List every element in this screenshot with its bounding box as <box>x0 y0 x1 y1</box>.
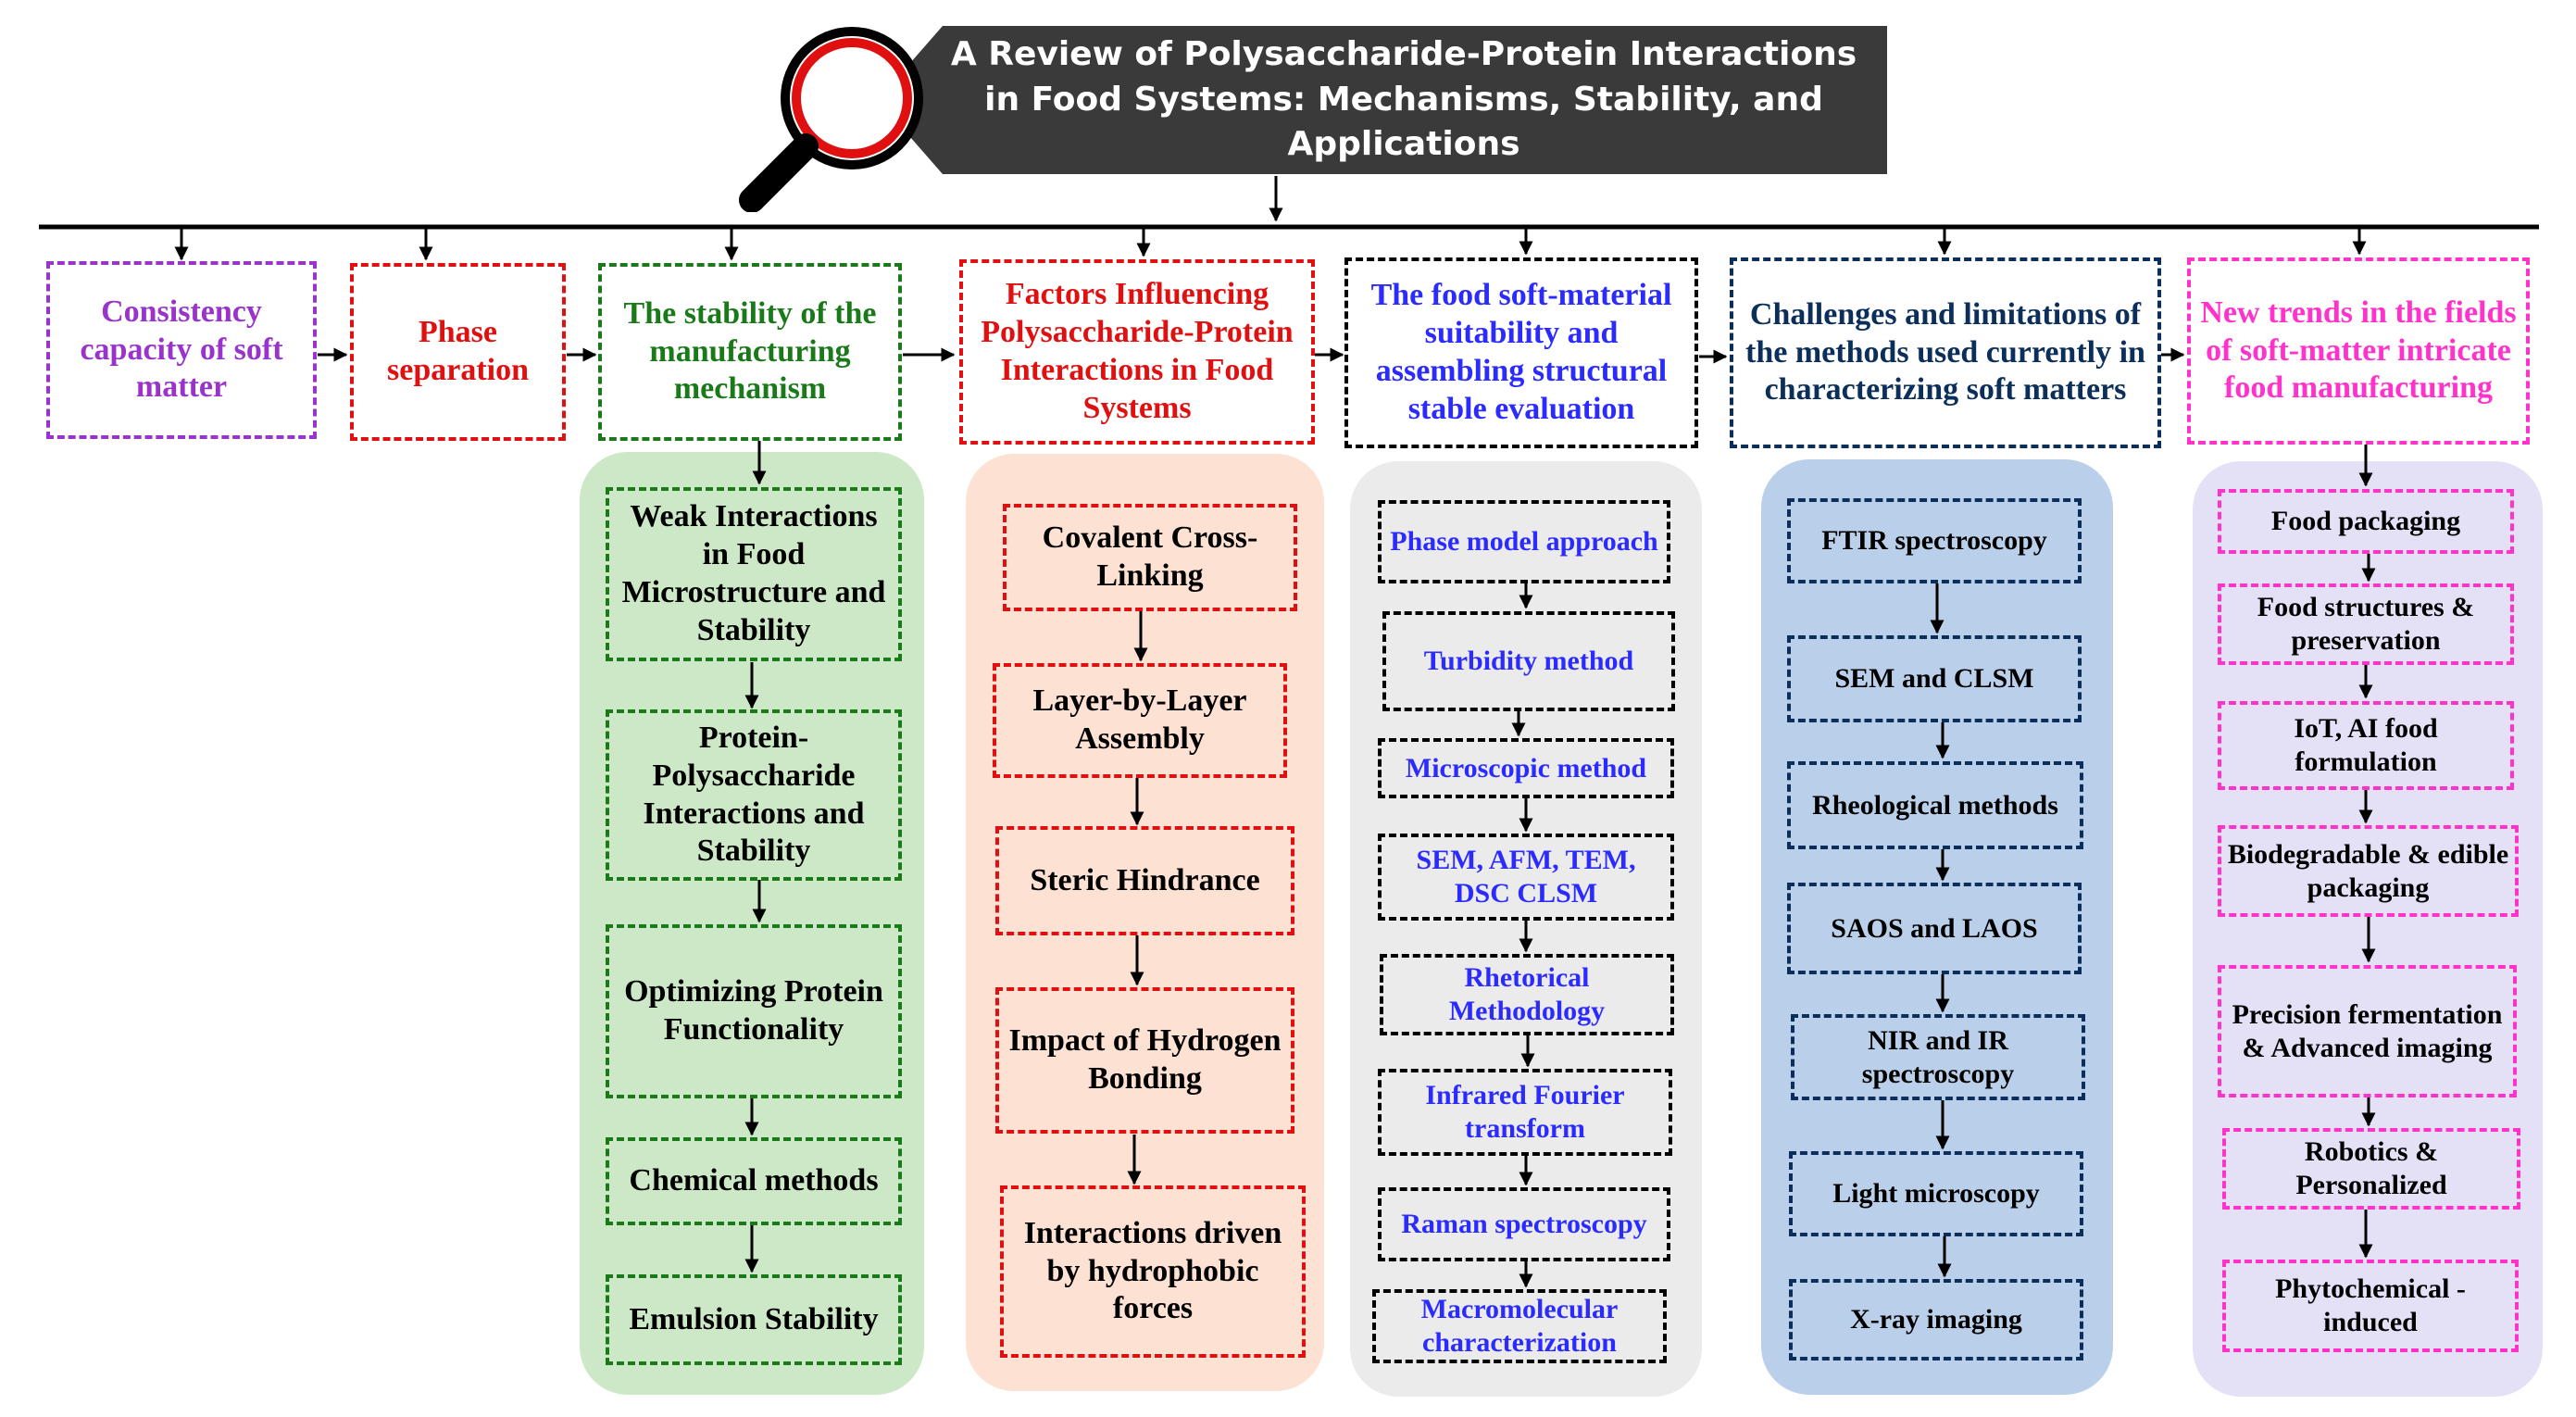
challenge-item: SAOS and LAOS <box>1787 883 2082 974</box>
challenge-item-label: X-ray imaging <box>1850 1304 2022 1335</box>
stability-item: Protein-Polysaccharide Interactions and … <box>606 709 902 881</box>
trend-item: Food packaging <box>2218 489 2514 554</box>
challenge-item: X-ray imaging <box>1789 1279 2083 1361</box>
consistency-capacity-box: Consistency capacity of soft matter <box>46 261 317 439</box>
factor-item: Interactions driven by hydrophobic force… <box>1000 1185 1306 1358</box>
factor-item: Covalent Cross-Linking <box>1003 504 1297 611</box>
evaluation-item-label: Raman spectroscopy <box>1401 1209 1647 1239</box>
evaluation-item-label: Macromolecular characterization <box>1420 1294 1619 1358</box>
challenge-item: SEM and CLSM <box>1787 635 2082 722</box>
evaluation-item: Raman spectroscopy <box>1378 1187 1670 1261</box>
evaluation-item-label: Microscopic method <box>1405 752 1647 784</box>
trend-item-label: Biodegradable & edible packaging <box>2227 838 2509 903</box>
evaluation-item-label: Infrared Fourier transform <box>1425 1080 1625 1144</box>
challenges-limitations-box: Challenges and limitations of the method… <box>1730 257 2161 448</box>
evaluation-item-label: SEM, AFM, TEM, DSC CLSM <box>1416 845 1636 909</box>
factor-item: Impact of Hydrogen Bonding <box>995 987 1294 1134</box>
challenge-item: Light microscopy <box>1789 1151 2083 1236</box>
trend-item-label: Phytochemical -induced <box>2275 1273 2466 1337</box>
challenge-item-label: SEM and CLSM <box>1834 663 2034 694</box>
magnifier-icon <box>739 27 923 212</box>
soft-material-evaluation-label: The food soft-material suitability and a… <box>1370 278 1672 426</box>
phase-separation-label: Phase separation <box>387 315 529 387</box>
phase-separation-box: Phase separation <box>350 263 566 441</box>
stability-item: Weak Interactions in Food Microstructure… <box>606 487 902 661</box>
evaluation-item: Rhetorical Methodology <box>1380 954 1674 1035</box>
factor-item: Layer-by-Layer Assembly <box>993 663 1287 778</box>
evaluation-item: Macromolecular characterization <box>1372 1289 1667 1363</box>
stability-mechanism-label: The stability of the manufacturing mecha… <box>623 295 877 407</box>
challenge-item-label: NIR and IR spectroscopy <box>1861 1024 2015 1089</box>
challenge-item: FTIR spectroscopy <box>1787 498 2082 583</box>
trend-item-label: Food structures & preservation <box>2257 592 2475 656</box>
evaluation-item: Phase model approach <box>1378 500 1670 583</box>
evaluation-item-label: Rhetorical Methodology <box>1448 962 1606 1026</box>
factor-item-label: Steric Hindrance <box>1030 862 1260 897</box>
evaluation-item: Microscopic method <box>1378 738 1674 798</box>
trend-item: Food structures & preservation <box>2218 583 2514 665</box>
consistency-capacity-label: Consistency capacity of soft matter <box>80 294 283 405</box>
challenge-item: Rheological methods <box>1787 761 2083 849</box>
stability-item: Optimizing Protein Functionality <box>606 924 902 1098</box>
evaluation-item: Turbidity method <box>1382 611 1675 711</box>
factors-influencing-label: Factors Influencing Polysaccharide-Prote… <box>981 277 1294 425</box>
challenge-item: NIR and IR spectroscopy <box>1791 1014 2085 1100</box>
challenge-item-label: Rheological methods <box>1812 789 2058 821</box>
factors-influencing-box: Factors Influencing Polysaccharide-Prote… <box>959 259 1315 445</box>
evaluation-item: SEM, AFM, TEM, DSC CLSM <box>1378 834 1674 921</box>
challenges-limitations-label: Challenges and limitations of the method… <box>1745 296 2145 408</box>
factor-item-label: Layer-by-Layer Assembly <box>1032 683 1247 756</box>
factor-item-label: Interactions driven by hydrophobic force… <box>1023 1215 1282 1326</box>
stability-item-label: Chemical methods <box>629 1163 879 1198</box>
trend-item-label: Robotics & Personalized <box>2295 1136 2447 1200</box>
evaluation-item-label: Turbidity method <box>1423 646 1634 676</box>
stability-item-label: Emulsion Stability <box>629 1301 879 1336</box>
evaluation-item-label: Phase model approach <box>1390 526 1658 557</box>
trend-item: IoT, AI food formulation <box>2218 701 2514 790</box>
trend-item: Phytochemical -induced <box>2222 1260 2519 1352</box>
trend-item: Biodegradable & edible packaging <box>2218 825 2519 917</box>
stability-item: Emulsion Stability <box>606 1274 902 1365</box>
challenge-item-label: SAOS and LAOS <box>1831 912 2038 944</box>
trend-item: Precision fermentation & Advanced imagin… <box>2218 965 2517 1097</box>
page-title: A Review of Polysaccharide-Protein Inter… <box>878 26 1887 174</box>
stability-item-label: Protein-Polysaccharide Interactions and … <box>643 720 865 869</box>
evaluation-item: Infrared Fourier transform <box>1378 1069 1672 1156</box>
trend-item-label: Precision fermentation & Advanced imagin… <box>2232 998 2503 1063</box>
challenge-item-label: FTIR spectroscopy <box>1821 525 2047 556</box>
stability-item: Chemical methods <box>606 1137 902 1225</box>
challenge-item-label: Light microscopy <box>1832 1178 2040 1209</box>
trend-item-label: Food packaging <box>2270 506 2461 536</box>
new-trends-box: New trends in the fields of soft-matter … <box>2187 257 2530 445</box>
trend-item-label: IoT, AI food formulation <box>2294 713 2438 777</box>
factor-item-label: Covalent Cross-Linking <box>1042 520 1258 593</box>
stability-item-label: Weak Interactions in Food Microstructure… <box>621 499 886 647</box>
factor-item: Steric Hindrance <box>995 826 1294 935</box>
trend-item: Robotics & Personalized <box>2222 1128 2520 1210</box>
factor-item-label: Impact of Hydrogen Bonding <box>1008 1023 1282 1096</box>
stability-item-label: Optimizing Protein Functionality <box>624 974 883 1047</box>
soft-material-evaluation-box: The food soft-material suitability and a… <box>1344 257 1698 448</box>
new-trends-label: New trends in the fields of soft-matter … <box>2200 295 2517 406</box>
stability-mechanism-box: The stability of the manufacturing mecha… <box>598 263 902 441</box>
